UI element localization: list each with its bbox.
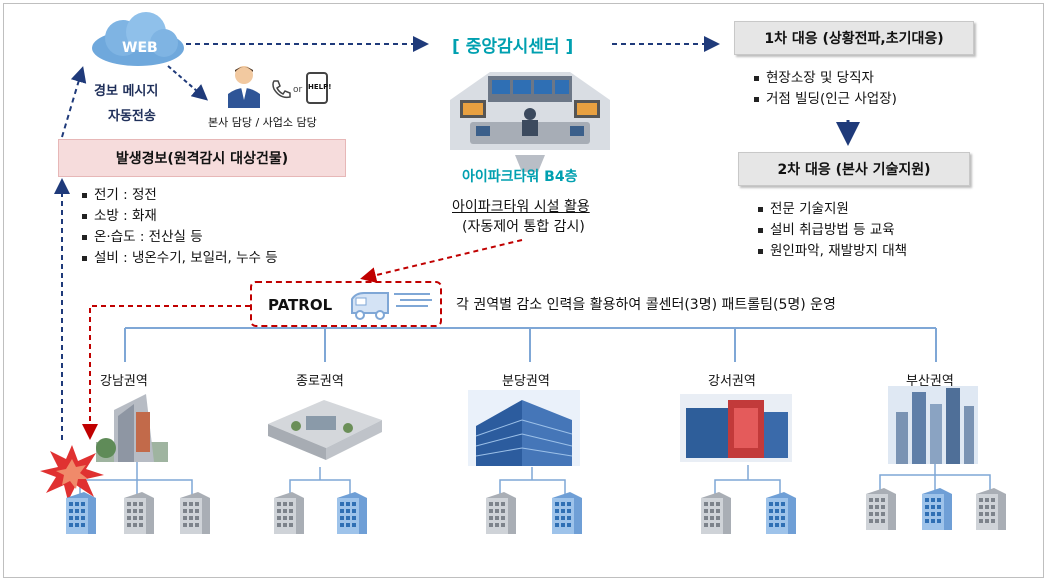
diagram-frame: [3, 3, 1044, 578]
patrol-label: PATROL: [268, 296, 333, 314]
cloud-icon: [92, 12, 184, 66]
busan-building-photo: [888, 386, 978, 464]
alert-to-web-arrow: [61, 66, 87, 138]
occurrence-list: 전기 : 정전 소방 : 화재 온·습도 : 전산실 등 설비 : 냉온수기, …: [80, 185, 278, 269]
building-icon: [274, 492, 304, 534]
facility-caption-line2: (자동제어 통합 감시): [462, 219, 585, 235]
patrol-to-building-arrow: [82, 305, 250, 440]
control-room-illustration: [430, 60, 630, 180]
building-icon: [66, 492, 96, 534]
building-icon: [701, 492, 731, 534]
second-response-item: 전문 기술지원: [756, 199, 907, 220]
patrol-truck-icon: [351, 292, 432, 320]
staff-label: 본사 담당 / 사업소 담당: [208, 116, 317, 129]
center-title: [ 중앙감시센터 ]: [452, 37, 574, 57]
web-label: WEB: [122, 40, 158, 56]
alert-message-line1: 경보 메시지: [94, 84, 159, 99]
gangseo-building-photo: [680, 394, 792, 462]
gangnam-building-photo: [96, 394, 168, 462]
mobile-icon: HELP!: [306, 72, 331, 106]
jongno-building-photo: [268, 400, 382, 460]
first-response-list: 현장소장 및 당직자 거점 빌딩(인근 사업장): [752, 68, 897, 110]
patrol-description: 각 권역별 감소 인력을 활용하여 콜센터(3명) 패트롤팀(5명) 운영: [456, 297, 836, 313]
region-label-jongno: 종로권역: [296, 374, 344, 389]
phone-icon: [270, 78, 292, 100]
second-response-item: 원인파악, 재발방지 대책: [756, 241, 907, 262]
second-response-list: 전문 기술지원 설비 취급방법 등 교육 원인파악, 재발방지 대책: [756, 199, 907, 262]
alert-message-line2: 자동전송: [108, 109, 156, 124]
first-response-box: 1차 대응 (상황전파,초기대응): [734, 21, 974, 55]
occurrence-item: 전기 : 정전: [80, 185, 278, 206]
alarm-burst-icon: [40, 445, 104, 501]
bundang-building-photo: [468, 390, 580, 466]
person-icon: [226, 64, 262, 108]
web-cloud: WEB: [88, 10, 188, 68]
occurrence-item: 설비 : 냉온수기, 보일러, 누수 등: [80, 248, 278, 269]
second-response-box: 2차 대응 (본사 기술지원): [738, 152, 970, 186]
patrol-box: PATROL: [250, 281, 442, 327]
occurrence-item: 소방 : 화재: [80, 206, 278, 227]
first-response-item: 거점 빌딩(인근 사업장): [752, 89, 897, 110]
building-icon: [552, 492, 582, 534]
or-label: or: [293, 85, 303, 95]
region-label-gangnam: 강남권역: [100, 374, 148, 389]
b4-label: 아이파크타워 B4층: [462, 169, 578, 185]
occurrence-title: 발생경보(원격감시 대상건물): [115, 151, 289, 167]
center-to-patrol-arrow: [360, 239, 523, 283]
building-icon: [766, 492, 796, 534]
building-icon: [180, 492, 210, 534]
building-icon: [922, 488, 952, 530]
region-label-bundang: 분당권역: [502, 374, 550, 389]
first-response-item: 현장소장 및 당직자: [752, 68, 897, 89]
second-response-item: 설비 취급방법 등 교육: [756, 220, 907, 241]
building-icon: [337, 492, 367, 534]
region-label-busan: 부산권역: [906, 374, 954, 389]
occurrence-item: 온·습도 : 전산실 등: [80, 227, 278, 248]
region-label-gangseo: 강서권역: [708, 374, 756, 389]
building-icon: [866, 488, 896, 530]
building-icon: [124, 492, 154, 534]
second-response-title: 2차 대응 (본사 기술지원): [777, 162, 931, 178]
web-to-staff-arrow: [167, 65, 209, 101]
first-response-title: 1차 대응 (상황전파,초기대응): [764, 31, 944, 47]
occurrence-alarm-box: 발생경보(원격감시 대상건물): [58, 139, 346, 177]
building-icon: [976, 488, 1006, 530]
building-icon: [486, 492, 516, 534]
facility-caption-line1: 아이파크타워 시설 활용: [452, 199, 590, 215]
